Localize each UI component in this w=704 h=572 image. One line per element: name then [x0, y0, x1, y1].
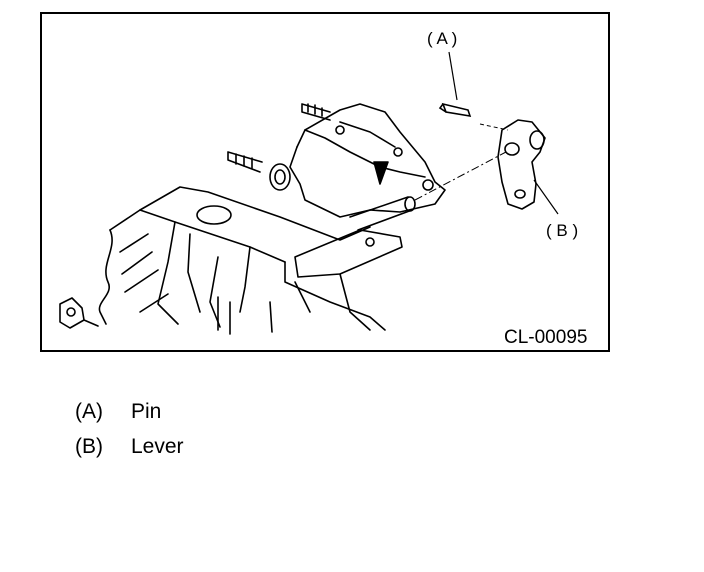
callout-leader-b	[533, 179, 559, 215]
figure-id: CL-00095	[504, 327, 587, 348]
figure-border	[40, 12, 610, 352]
callout-leader-a	[448, 51, 458, 101]
parts-legend: (A) Pin (B) Lever	[75, 394, 184, 464]
legend-row: (A) Pin	[75, 394, 184, 429]
assembly-centerline	[414, 151, 507, 201]
figure-frame: ( A ) ( B ) CL-00095	[40, 12, 610, 352]
legend-text: Lever	[131, 435, 184, 458]
exploded-view-drawing: ( A ) ( B ) CL-00095	[40, 12, 610, 352]
legend-key: (B)	[75, 435, 103, 458]
legend-key: (A)	[75, 400, 103, 423]
housing-assembly	[59, 103, 446, 335]
legend-row: (B) Lever	[75, 429, 184, 464]
pin-centerline	[479, 123, 509, 131]
legend-text: Pin	[131, 400, 162, 423]
pin-part-a	[438, 102, 472, 118]
callout-label-b: ( B )	[546, 221, 578, 240]
callout-label-a: ( A )	[427, 29, 457, 48]
lever-part-b	[497, 119, 546, 210]
